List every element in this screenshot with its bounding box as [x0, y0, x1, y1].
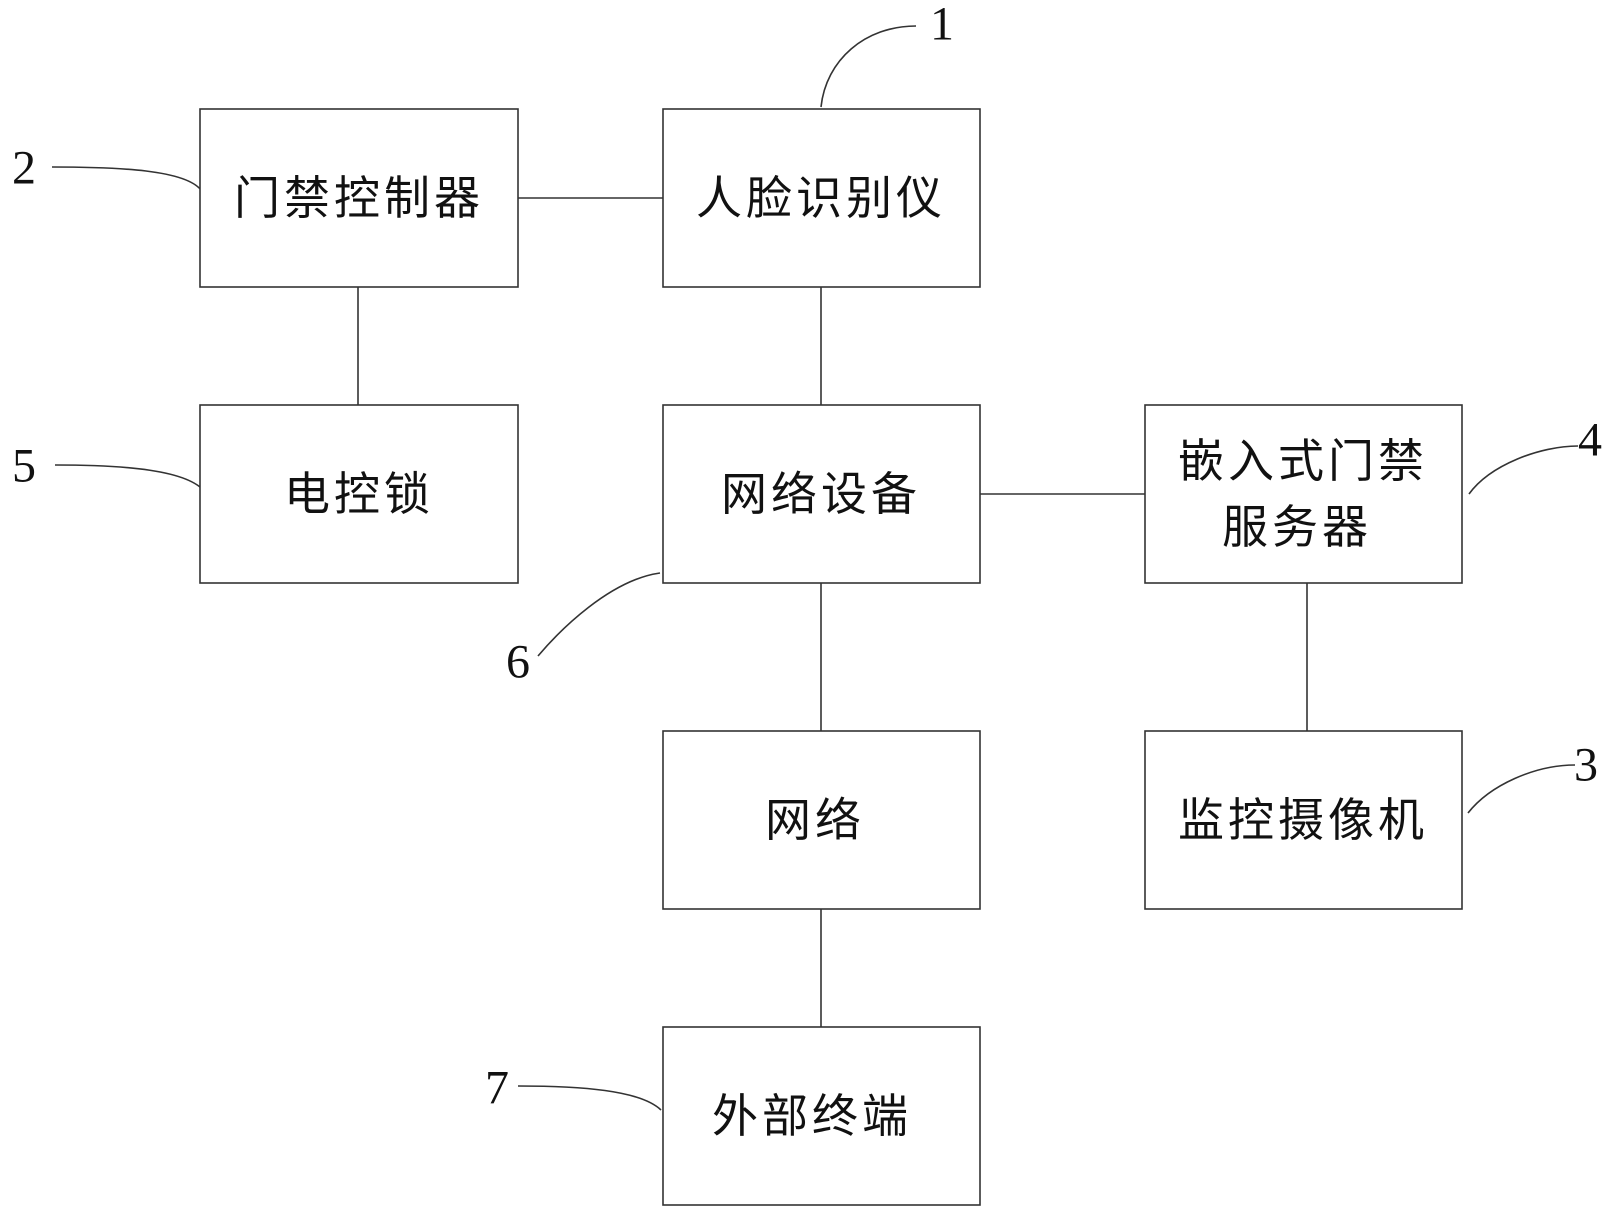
embedded-server-label-line2: 服务器 — [1222, 500, 1372, 554]
leader-line-3 — [1468, 765, 1575, 813]
leader-line-5 — [55, 465, 205, 492]
embedded-server-box: 嵌入式门禁 服务器 — [1145, 405, 1462, 583]
ref-numeral-1: 1 — [930, 0, 954, 51]
external-terminal-box: 外部终端 — [663, 1027, 980, 1205]
external-terminal-label: 外部终端 — [712, 1089, 912, 1143]
leader-line-4 — [1469, 446, 1578, 494]
network-device-label: 网络设备 — [721, 467, 921, 521]
ref-numeral-6: 6 — [506, 636, 530, 689]
ref-numeral-3: 3 — [1574, 739, 1598, 792]
ref-numeral-7: 7 — [485, 1062, 509, 1115]
ref-numeral-5: 5 — [12, 440, 36, 493]
electric-lock-box: 电控锁 — [200, 405, 518, 583]
network-label: 网络 — [765, 793, 865, 847]
door-controller-label: 门禁控制器 — [234, 171, 484, 225]
face-recognizer-label: 人脸识别仪 — [696, 171, 946, 225]
network-box: 网络 — [663, 731, 980, 909]
electric-lock-label: 电控锁 — [284, 467, 434, 521]
face-recognizer-box: 人脸识别仪 — [663, 109, 980, 287]
ref-numeral-4: 4 — [1578, 414, 1602, 467]
surveillance-camera-label: 监控摄像机 — [1178, 793, 1428, 847]
leader-line-1 — [821, 26, 916, 107]
surveillance-camera-box: 监控摄像机 — [1145, 731, 1462, 909]
embedded-server-label-line1: 嵌入式门禁 — [1178, 434, 1428, 488]
ref-numeral-2: 2 — [12, 142, 36, 195]
network-device-box: 网络设备 — [663, 405, 980, 583]
door-controller-box: 门禁控制器 — [200, 109, 518, 287]
leader-line-6 — [538, 573, 660, 656]
leader-line-2 — [52, 167, 201, 190]
leader-line-7 — [518, 1086, 661, 1110]
